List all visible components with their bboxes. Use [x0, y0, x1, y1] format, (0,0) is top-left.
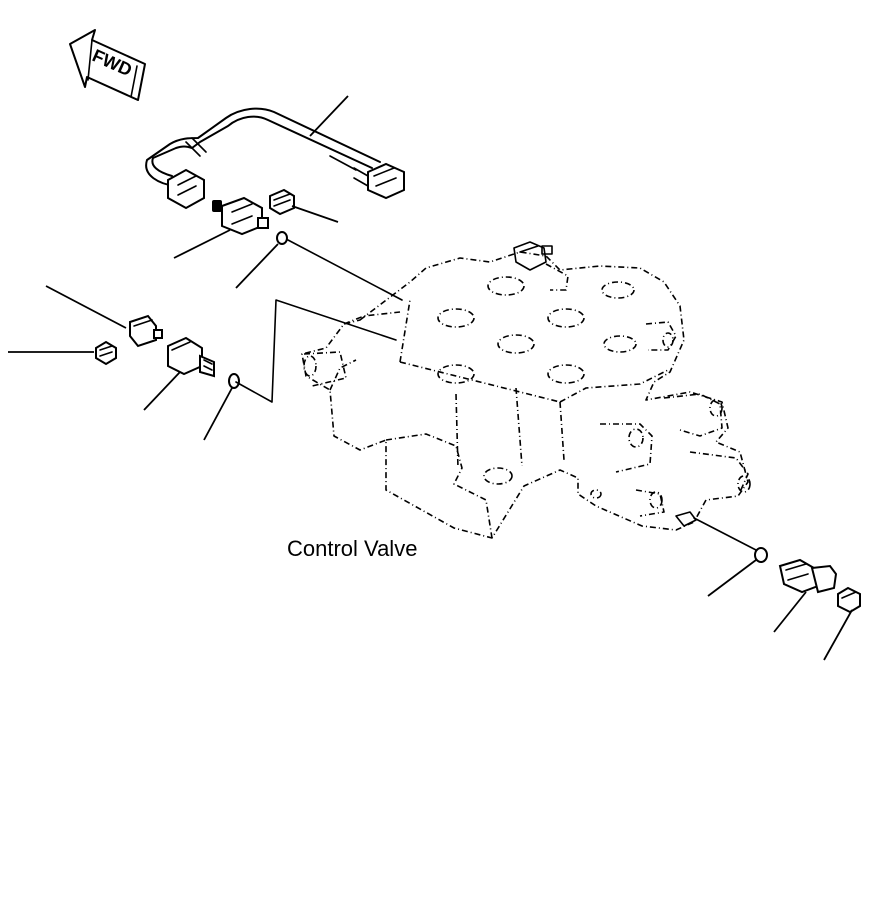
leader-line-elbow-left [45, 285, 127, 329]
adapter-lower-right [778, 558, 838, 594]
o-ring-lower-right [754, 547, 768, 563]
adapter-upper [212, 196, 269, 236]
assembly-guide-line-upper [287, 239, 403, 301]
leader-line-plug-lower-right [823, 609, 853, 661]
leader-line-adapter-left [143, 371, 181, 411]
control-valve-body [301, 241, 751, 539]
fwd-arrow-icon: FWD [69, 29, 146, 101]
leader-line-o-ring-upper [235, 243, 279, 289]
fwd-label: FWD [89, 45, 135, 80]
o-ring-left [228, 373, 240, 389]
o-ring-upper [276, 231, 288, 245]
elbow-fitting-upper [269, 188, 295, 216]
elbow-fitting-left [129, 314, 163, 348]
adapter-left [167, 336, 215, 378]
control-valve-caption: Control Valve [287, 536, 418, 561]
assembly-guide-line-left [235, 299, 397, 403]
assembly-guide-line-right [693, 517, 757, 551]
plug-lower-right [837, 586, 861, 614]
leader-line-adapter-upper [173, 229, 231, 259]
leader-line-elbow-upper [291, 205, 339, 223]
leader-line-o-ring-lower-right [707, 559, 757, 597]
hydraulic-tube [145, 107, 405, 210]
leader-line-tube [309, 95, 349, 137]
leader-line-adapter-lower-right [773, 591, 807, 633]
plug-left [95, 340, 117, 366]
leader-line-o-ring-left [203, 387, 233, 441]
